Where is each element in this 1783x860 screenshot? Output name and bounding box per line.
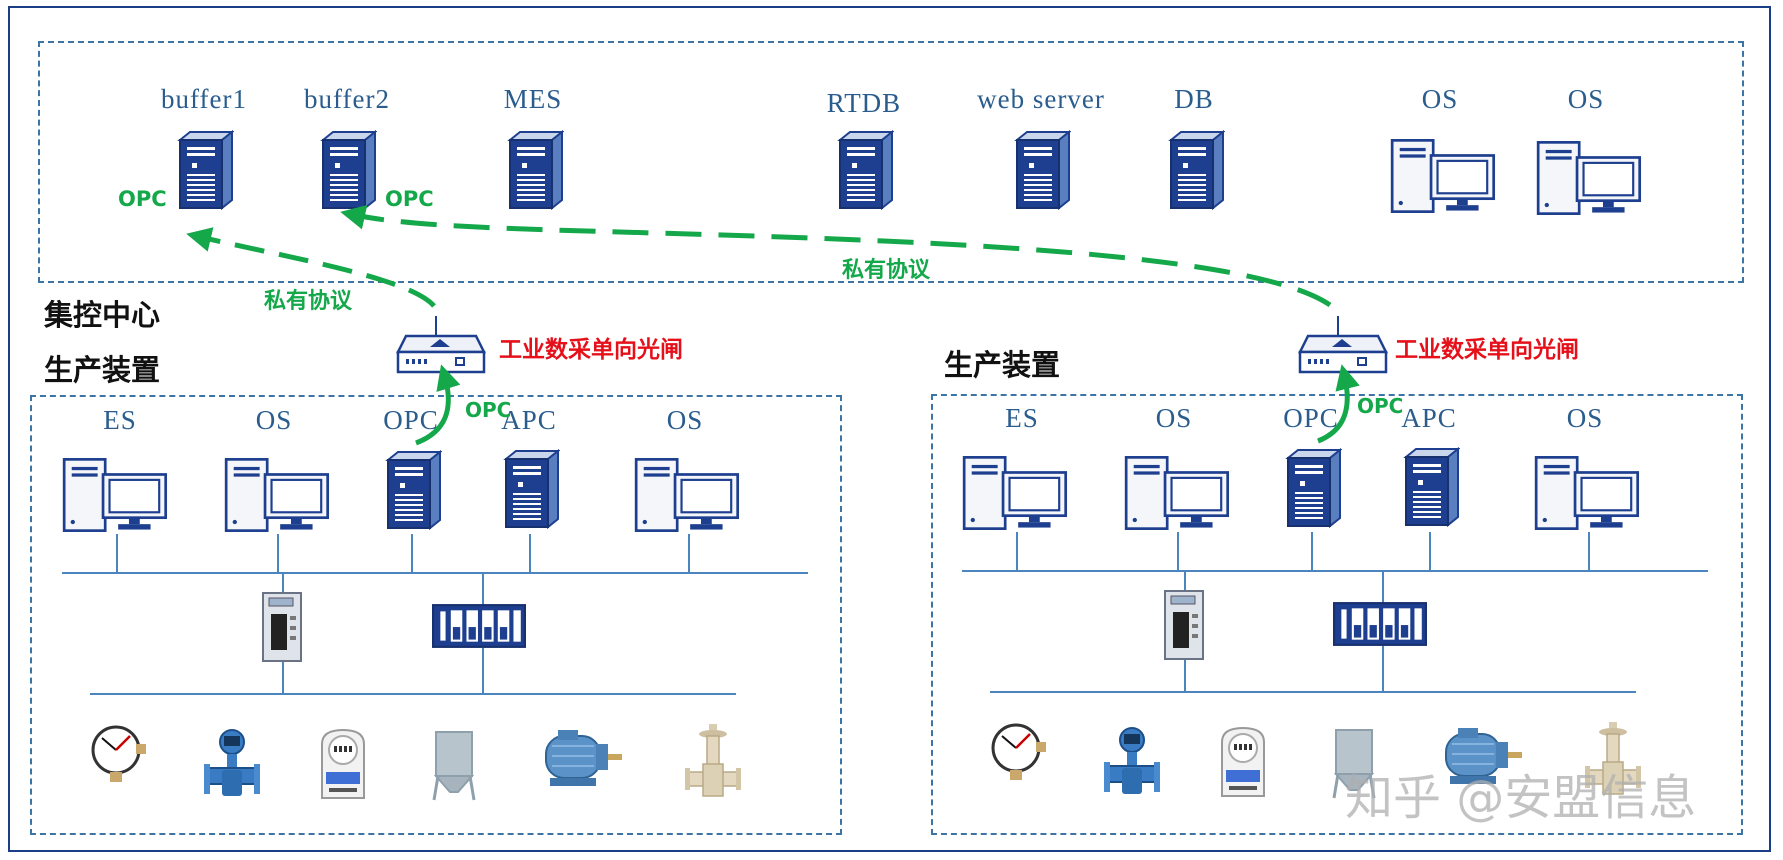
left-opc-to-gateway-arrow	[415, 364, 461, 446]
opc-gateway-left-label: OPC	[465, 398, 512, 422]
right-os1-drop	[1177, 532, 1179, 570]
right-es-label: ES	[1005, 403, 1039, 433]
left-apc-label: APC	[501, 405, 557, 435]
mes-label: MES	[503, 84, 563, 114]
right-apc-label: APC	[1401, 403, 1457, 433]
right-opc-drop	[1311, 532, 1313, 570]
opc-gateway-right-label: OPC	[1357, 394, 1404, 418]
right-ctrl-drop-bottom	[1184, 660, 1186, 691]
right-gateway-to-buffer2-arrow	[340, 205, 1332, 308]
plant-zone-left	[30, 395, 842, 835]
private-protocol-left-label: 私有协议	[264, 289, 353, 314]
left-os1-label: OS	[255, 405, 293, 435]
buffer2-label: buffer2	[304, 84, 390, 114]
left-rack-drop-bottom	[482, 648, 484, 693]
left-apc-drop	[529, 534, 531, 572]
left-es-drop	[116, 534, 118, 572]
buffer1-label: buffer1	[161, 84, 247, 114]
watermark: 知乎 @安盟信息	[1345, 770, 1697, 826]
right-os1-label: OS	[1155, 403, 1193, 433]
right-apc-drop	[1429, 532, 1431, 570]
rtdb-label: RTDB	[826, 88, 902, 118]
plant-right-label: 生产装置	[944, 348, 1061, 382]
left-field-bus	[90, 693, 736, 695]
central-zone-label: 集控中心	[44, 298, 161, 332]
left-es-label: ES	[103, 405, 137, 435]
opc-buffer1-label: OPC	[118, 187, 167, 211]
web-server-label: web server	[977, 84, 1105, 114]
right-control-network-bus	[962, 570, 1708, 572]
right-ctrl-drop-top	[1184, 570, 1186, 590]
left-os2-drop	[688, 534, 690, 572]
right-os2-label: OS	[1566, 403, 1604, 433]
central-os2-label: OS	[1567, 84, 1605, 114]
right-rack-drop-top	[1382, 570, 1384, 604]
central-os1-label: OS	[1421, 84, 1459, 114]
right-rack-drop-bottom	[1382, 646, 1384, 691]
left-control-network-bus	[62, 572, 808, 574]
plant-left-label: 生产装置	[44, 353, 161, 387]
right-opc-label: OPC	[1283, 403, 1339, 433]
central-control-zone	[38, 41, 1744, 283]
gateway-left-label: 工业数采单向光闸	[499, 337, 683, 363]
right-opc-to-gateway-arrow	[1317, 364, 1360, 444]
gateway-right-label: 工业数采单向光闸	[1395, 337, 1579, 363]
db-label: DB	[1174, 84, 1214, 114]
left-gateway-to-buffer1-arrow	[186, 227, 436, 308]
left-opc-drop	[411, 534, 413, 572]
right-os2-drop	[1588, 532, 1590, 570]
left-ctrl-drop-bottom	[282, 662, 284, 693]
left-rack-drop-top	[482, 572, 484, 606]
opc-buffer2-label: OPC	[385, 187, 434, 211]
left-os2-label: OS	[666, 405, 704, 435]
left-ctrl-drop-top	[282, 572, 284, 592]
left-opc-label: OPC	[383, 405, 439, 435]
plant-zone-right	[931, 394, 1743, 835]
right-es-drop	[1016, 532, 1018, 570]
private-protocol-right-label: 私有协议	[842, 258, 931, 283]
left-os1-drop	[277, 534, 279, 572]
right-field-bus	[990, 691, 1636, 693]
